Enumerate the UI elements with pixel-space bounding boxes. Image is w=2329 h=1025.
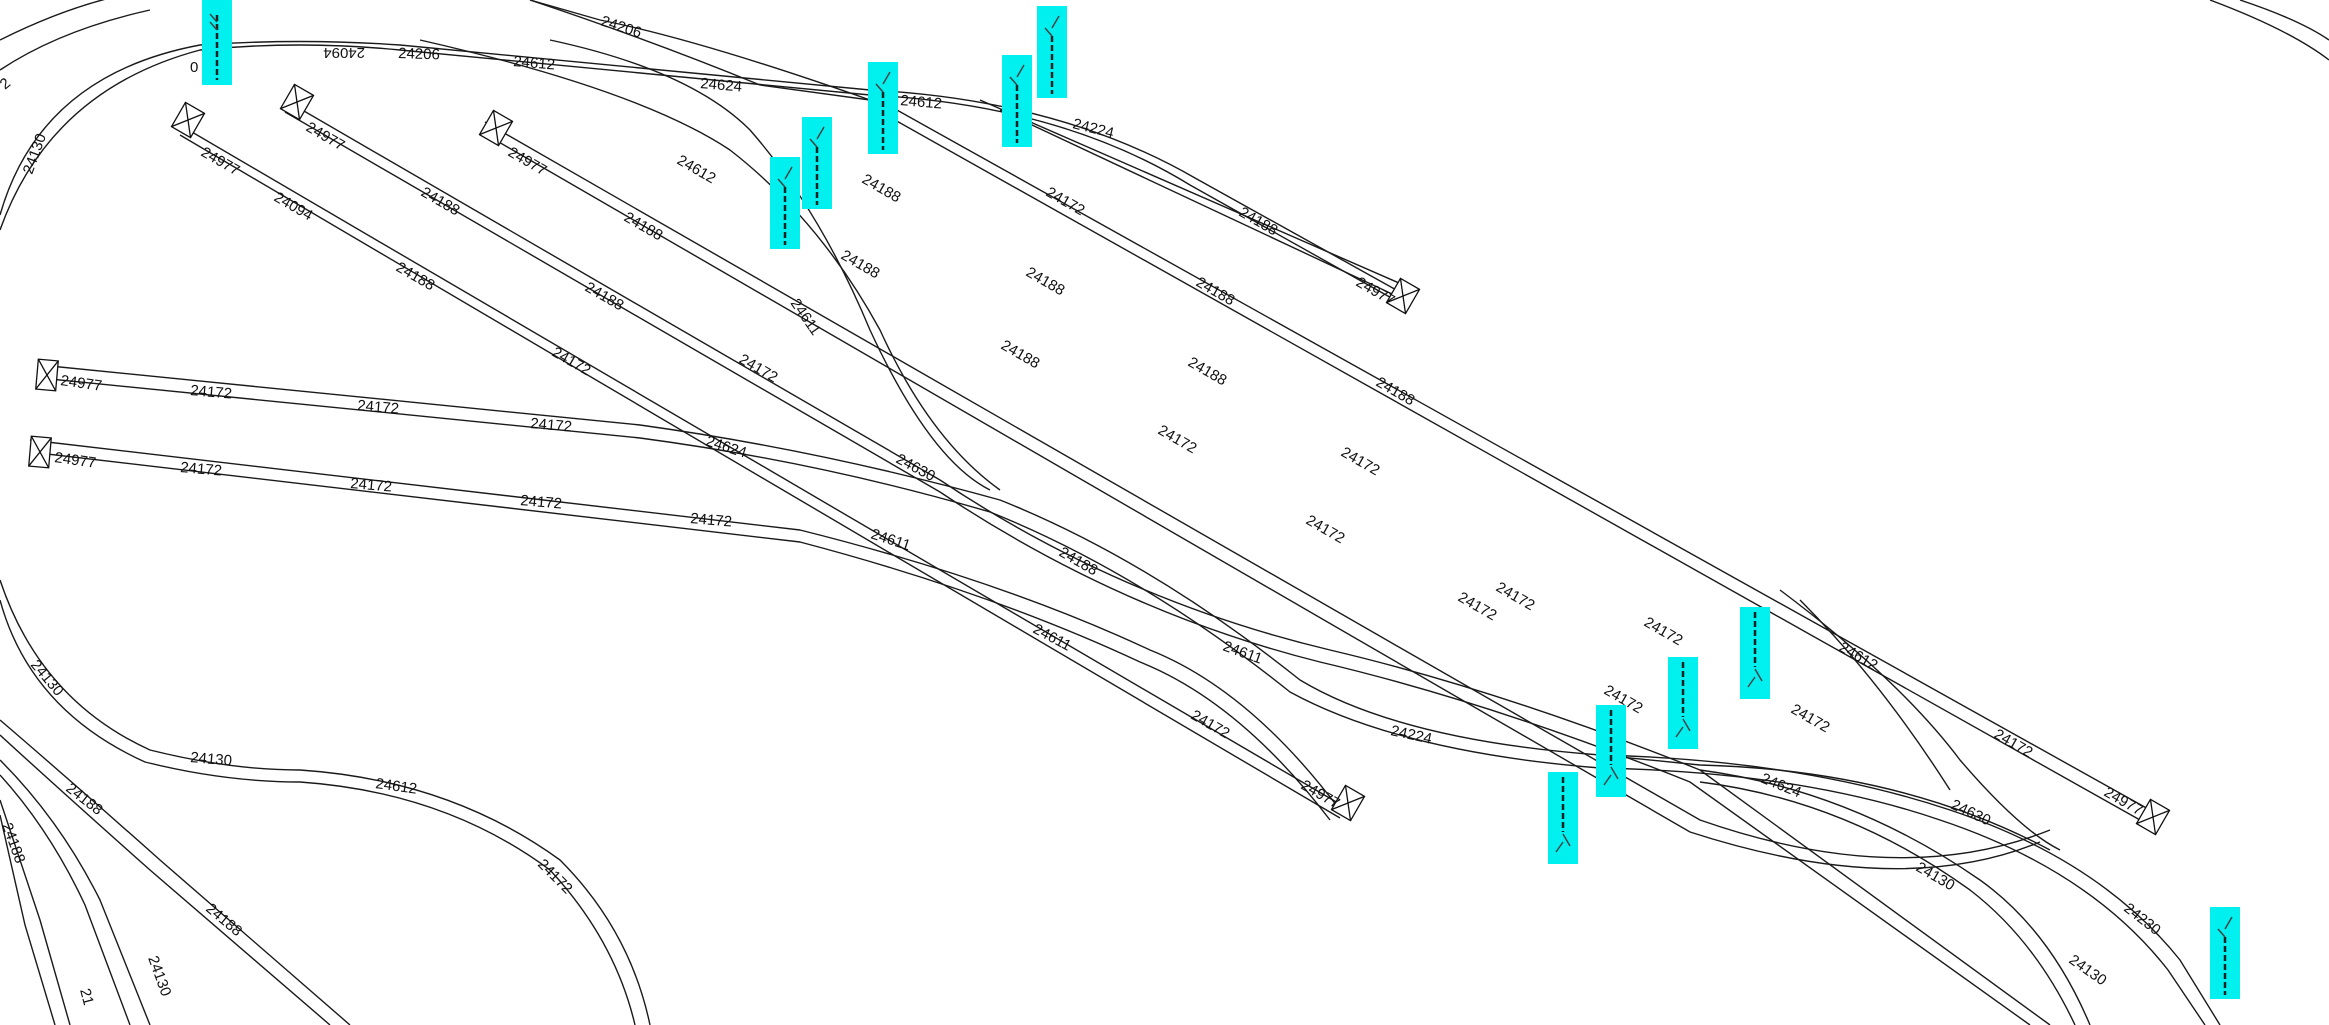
track-label: 24172 (520, 492, 563, 513)
track-label: 24977 (59, 372, 103, 395)
track-label: 24172 (1991, 726, 2036, 762)
track-label: 24188 (1193, 274, 1238, 310)
semaphore-signal-icon (1548, 772, 1578, 864)
track-label: 24612 (674, 152, 719, 188)
track-label: 24130 (1913, 859, 1958, 895)
track-label: 24230 (2121, 900, 2164, 939)
semaphore-signal-icon (202, 0, 232, 85)
semaphore-signal-icon (770, 157, 800, 249)
track-label: 24224 (1389, 722, 1433, 747)
track-label: 24188 (998, 337, 1043, 373)
track-label: 24172 (180, 459, 223, 480)
track-label: 24630 (1948, 796, 1993, 829)
buffer-stop-icon (279, 83, 315, 121)
track-label: 24172 (357, 397, 400, 418)
buffer-stop-icon (2135, 798, 2171, 836)
track-label: 24188 (1373, 374, 1418, 410)
track-label: 24188 (1236, 204, 1281, 240)
track-label: 24172 (1455, 589, 1500, 625)
track-label: 24188 (1185, 354, 1230, 390)
track-label: 2 (0, 75, 14, 93)
track-label: 24172 (534, 856, 576, 898)
track-label: 24172 (1155, 422, 1200, 458)
track-label: 24188 (582, 279, 627, 315)
buffer-stop-icon (478, 109, 514, 147)
track-label: 24172 (350, 475, 393, 496)
buffer-stops (28, 83, 2171, 836)
track-label: 24977 (505, 144, 550, 180)
buffer-stop-icon (170, 101, 206, 139)
track-label: 24206 (599, 13, 644, 42)
semaphore-signal-icon (1740, 607, 1770, 699)
semaphore-signal-icon (868, 62, 898, 154)
track-label: 24172 (1043, 184, 1088, 220)
track-labels: 24206 0 24094 24206 24612 24624 24612 24… (0, 13, 2164, 1008)
track-label: 24094 (323, 44, 365, 61)
track-label: 24130 (144, 954, 174, 999)
track-label: 24172 (190, 382, 233, 403)
track-label: 24188 (838, 247, 883, 283)
track-label: 24188 (1023, 264, 1068, 300)
semaphore-signal-icon (1596, 705, 1626, 797)
track-label: 24612 (1836, 639, 1881, 675)
track-label: 24612 (374, 775, 418, 798)
track-label: 24977 (2101, 784, 2146, 820)
track-label: 24611 (787, 296, 824, 339)
track-label: 24611 (1030, 621, 1074, 655)
track-label: 24611 (1221, 638, 1265, 668)
track-label: 24188 (0, 821, 28, 866)
semaphore-signal-icon (1668, 657, 1698, 749)
semaphore-signal-icon (802, 117, 832, 209)
buffer-stop-icon (1330, 784, 1366, 822)
buffer-stop-icon (1385, 277, 1421, 315)
track-label: 24172 (690, 510, 733, 531)
signals (202, 0, 2240, 999)
track-label: 24172 (1338, 444, 1383, 480)
track-label: 24172 (1303, 512, 1348, 548)
track-label: 24172 (1641, 614, 1686, 650)
track-label: 24188 (1056, 544, 1101, 580)
buffer-stop-icon (35, 358, 59, 392)
track-label: 24172 (549, 344, 594, 380)
track-label: 24172 (736, 351, 781, 387)
track-label: 24130 (27, 657, 67, 700)
buffer-stop-icon (28, 435, 52, 469)
track-label: 24206 (398, 45, 440, 63)
track-label: 24188 (418, 184, 463, 220)
track-label: 21 (76, 987, 97, 1008)
track-label: 24172 (530, 415, 573, 436)
track-label: 24612 (513, 53, 556, 74)
track-label: 24130 (20, 131, 50, 176)
track-label: 24188 (621, 209, 666, 245)
track-label: 24172 (1788, 701, 1833, 737)
semaphore-signal-icon (1002, 55, 1032, 147)
track-label: 24624 (700, 75, 743, 96)
track-label: 24188 (859, 171, 904, 207)
semaphore-signal-icon (2210, 907, 2240, 999)
track-label: 24630 (893, 451, 938, 486)
track-label: 24130 (190, 749, 233, 770)
track-label: 0 (190, 59, 198, 76)
semaphore-signal-icon (1037, 6, 1067, 98)
track-label: 24624 (1759, 770, 1804, 801)
track-label: 24130 (2066, 951, 2110, 989)
track-label: 24094 (271, 189, 316, 225)
track-label: 24612 (900, 92, 943, 113)
track-label: 24977 (53, 449, 97, 472)
track-label: 24188 (393, 259, 438, 295)
track-label: 24188 (63, 780, 106, 819)
